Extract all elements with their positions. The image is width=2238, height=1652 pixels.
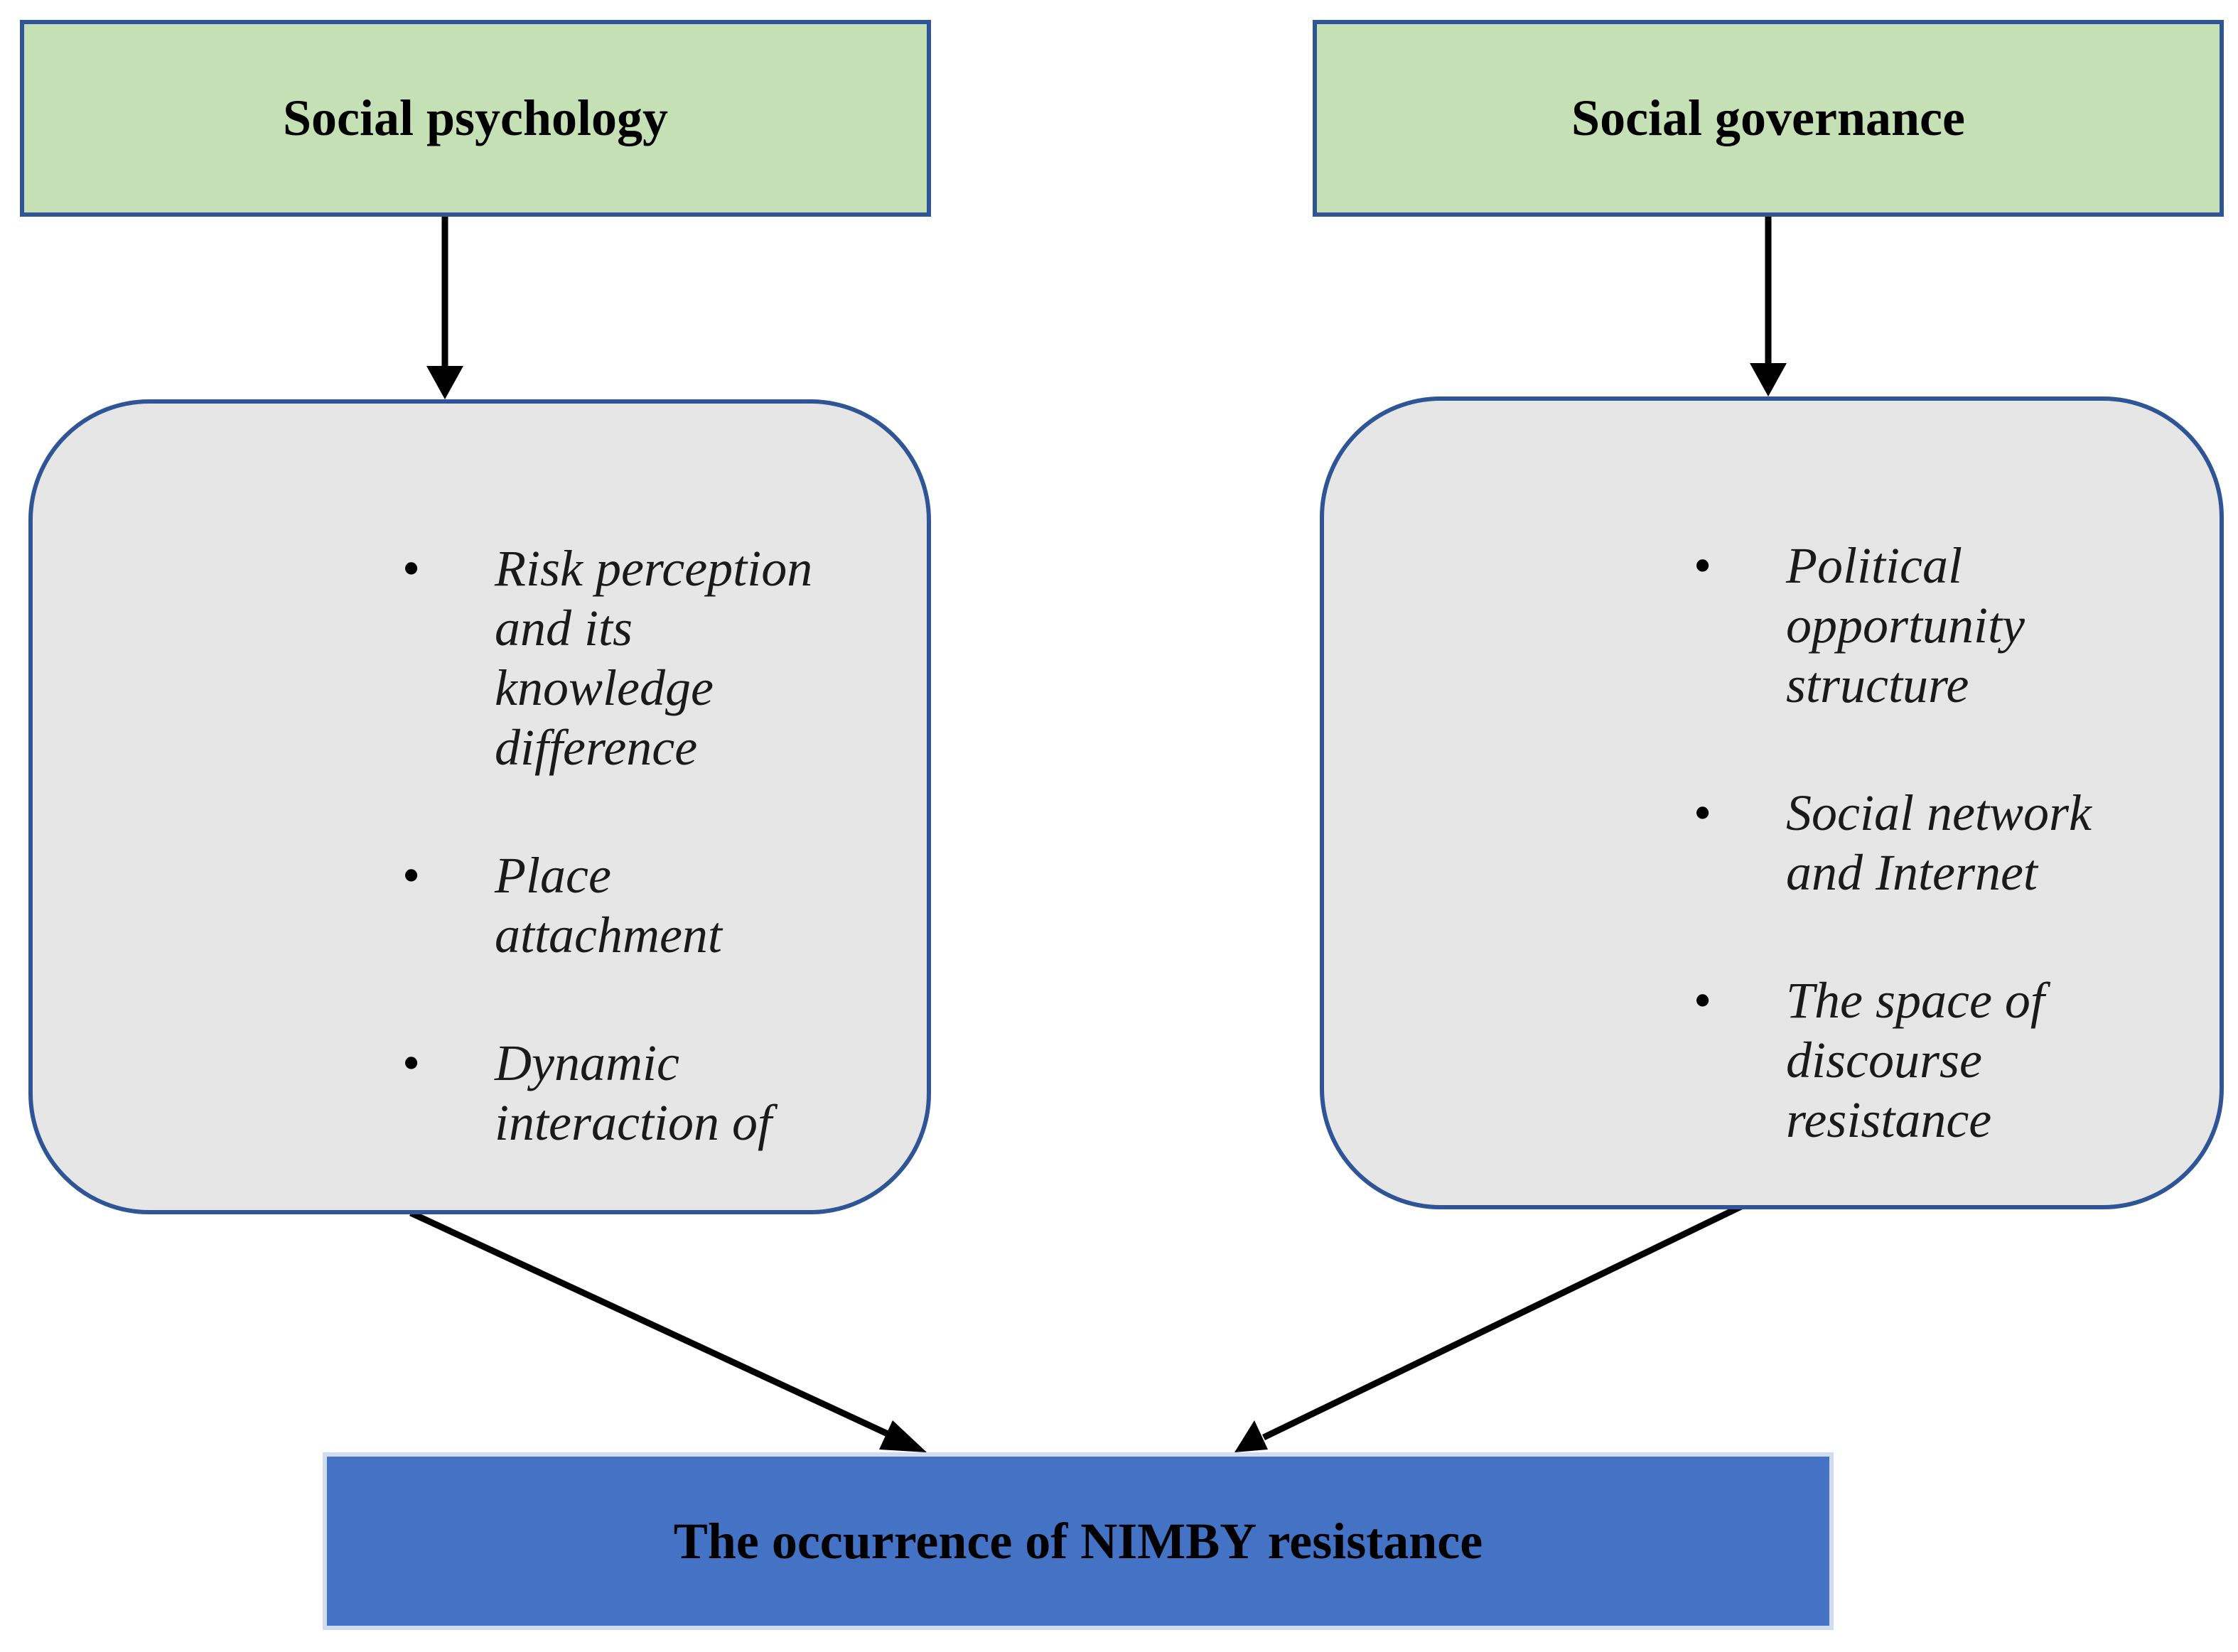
list-item: • Political opportunity structure xyxy=(1694,536,2220,715)
bullet-icon: • xyxy=(1694,537,1712,594)
social-psychology-box: Social psychology xyxy=(20,20,931,217)
arrow-psychology-details-to-result xyxy=(409,1209,927,1452)
social-governance-title: Social governance xyxy=(1571,90,1965,146)
bullet-icon: • xyxy=(402,847,421,904)
list-item: • The space of discourse resistance xyxy=(1694,971,2220,1150)
bullet-icon: • xyxy=(1694,972,1712,1029)
social-governance-factor-list: • Political opportunity structure • Soci… xyxy=(1694,536,2220,1150)
bullet-icon: • xyxy=(1694,784,1712,841)
social-governance-details-box: • Political opportunity structure • Soci… xyxy=(1320,396,2224,1209)
bullet-icon: • xyxy=(402,540,421,597)
social-psychology-factor-list: • Risk perception and its knowledge diff… xyxy=(402,539,927,1152)
arrow-governance-details-to-result xyxy=(1234,1203,1743,1452)
factor-place-attachment: Place attachment xyxy=(495,847,722,963)
arrow-social-psychology-to-details xyxy=(426,217,463,399)
list-item: • Risk perception and its knowledge diff… xyxy=(402,539,927,777)
factor-discourse-resistance: The space of discourse resistance xyxy=(1786,972,2045,1148)
nimby-resistance-label: The occurrence of NIMBY resistance xyxy=(673,1512,1483,1570)
factor-social-network: Social network and Internet xyxy=(1786,784,2092,901)
factor-dynamic-interaction: Dynamic interaction of xyxy=(495,1035,772,1151)
factor-risk-perception: Risk perception and its knowledge differ… xyxy=(495,540,813,776)
list-item: • Dynamic interaction of xyxy=(402,1033,927,1152)
social-psychology-details-box: • Risk perception and its knowledge diff… xyxy=(28,399,931,1214)
factor-political-opportunity: Political opportunity structure xyxy=(1786,537,2025,713)
list-item: • Place attachment xyxy=(402,846,927,965)
nimby-resistance-box: The occurrence of NIMBY resistance xyxy=(323,1452,1834,1630)
arrow-social-governance-to-details xyxy=(1750,217,1787,396)
social-governance-box: Social governance xyxy=(1313,20,2224,217)
bullet-icon: • xyxy=(402,1035,421,1091)
list-item: • Social network and Internet xyxy=(1694,783,2220,902)
social-psychology-title: Social psychology xyxy=(282,90,669,146)
